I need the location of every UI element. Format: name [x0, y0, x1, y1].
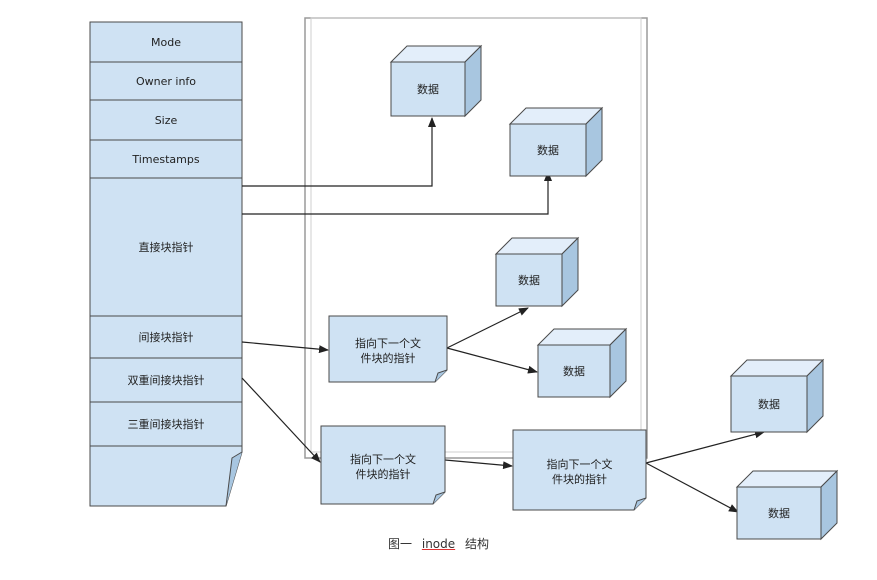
caption-term: inode [421, 537, 456, 551]
inode-field-indirect-pointer-label: 间接块指针 [139, 330, 194, 344]
frame-inner [310, 17, 642, 453]
inode-field-mode-label: Mode [151, 36, 181, 49]
inode-row-size [89, 99, 243, 141]
inode-row-timestamps [89, 139, 243, 179]
data-block-2-label: 数据 [537, 143, 559, 157]
pointer-block-3-label-line2: 件块的指针 [552, 472, 607, 486]
pointer-block-1-label-line2: 件块的指针 [361, 351, 416, 365]
inode-fold [225, 451, 243, 507]
link-double-to-pointer-2 [241, 377, 321, 463]
link-pointer-2-to-pointer-3 [444, 459, 513, 470]
link-direct-to-data-1 [242, 117, 436, 187]
inode-row-double-indirect-pointer [89, 357, 243, 403]
inode-row-empty [89, 445, 243, 507]
data-block-4-label: 数据 [563, 364, 585, 378]
inode-field-size-label: Size [155, 114, 178, 127]
data-block-4 [537, 344, 611, 398]
pointer-block-2-fold [432, 491, 446, 505]
connectors [241, 117, 765, 513]
link-pointer-1-to-data-4 [446, 347, 538, 374]
data-block-6-top [735, 470, 839, 488]
pointer-block-1-fold [434, 369, 448, 383]
caption-prefix: 图一 [388, 537, 413, 551]
inode-row-mode [89, 21, 243, 63]
pointer-block-1-label-line1: 指向下一个文 [355, 336, 421, 350]
data-block-3 [495, 253, 563, 307]
inode-row-triple-indirect-pointer [89, 401, 243, 447]
link-pointer-1-to-data-3 [446, 307, 529, 349]
data-block-5-label: 数据 [758, 397, 780, 411]
data-block-1 [390, 61, 466, 117]
link-pointer-3-to-data-6 [645, 462, 739, 513]
link-indirect-to-pointer-1 [241, 341, 329, 354]
link-direct-to-data-2 [242, 171, 552, 215]
data-block-5 [730, 375, 808, 433]
inode-field-triple-indirect-pointer-label: 三重间接块指针 [128, 417, 205, 431]
inode-row-indirect-pointer [89, 315, 243, 359]
pointer-block-2-label-line1: 指向下一个文 [350, 452, 416, 466]
data-block-3-label: 数据 [518, 273, 540, 287]
inode-field-timestamps-label: Timestamps [131, 153, 199, 166]
inode-field-owner-info-label: Owner info [136, 75, 196, 88]
pointer-block-2-label-line2: 件块的指针 [356, 467, 411, 481]
data-block-6-label: 数据 [768, 506, 790, 520]
data-block-2 [509, 123, 587, 177]
caption-suffix: 结构 [464, 537, 489, 551]
data-block-1-label: 数据 [417, 82, 439, 96]
link-pointer-3-to-data-5 [645, 430, 765, 464]
inode-field-double-indirect-pointer-label: 双重间接块指针 [128, 373, 205, 387]
inode-field-direct-pointer-label: 直接块指针 [139, 240, 194, 254]
caption: 图一 inode 结构 [0, 535, 877, 552]
pointer-block-3-label-line1: 指向下一个文 [547, 457, 613, 471]
data-block-6 [736, 486, 822, 540]
inode-row-direct-pointer [89, 177, 243, 317]
pointer-block-3-fold [633, 497, 647, 511]
